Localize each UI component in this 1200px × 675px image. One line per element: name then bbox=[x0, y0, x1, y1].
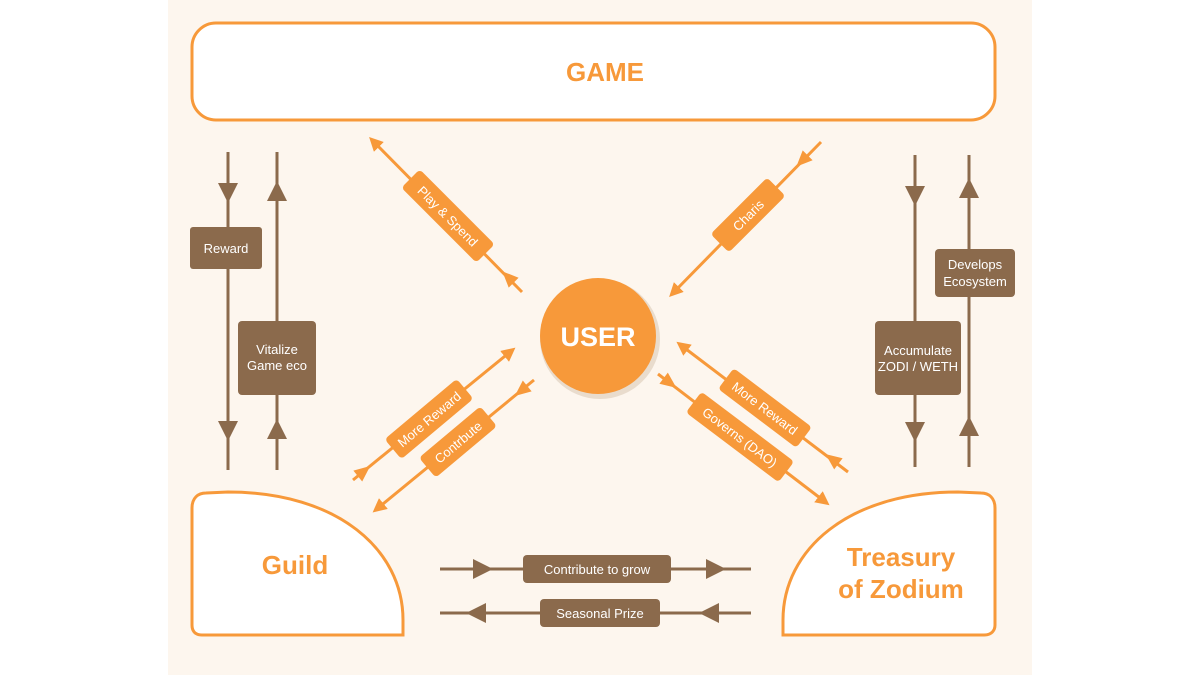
play-spend-tag: Play & Spend bbox=[402, 170, 494, 262]
charis-mid-arrowhead bbox=[796, 150, 813, 167]
guild-box bbox=[190, 490, 405, 637]
accumulate-tag bbox=[875, 321, 961, 395]
left-vertical-flows: Reward Vitalize Game eco bbox=[190, 152, 316, 470]
vitalize-up-arrowhead-bottom bbox=[267, 419, 287, 439]
user-label: USER bbox=[560, 322, 635, 352]
accumulate-tag-line2: ZODI / WETH bbox=[878, 359, 958, 374]
contribute-to-grow-arrowhead-left bbox=[473, 559, 493, 579]
vitalize-up-arrowhead-top bbox=[267, 181, 287, 201]
treasury-box bbox=[781, 490, 997, 637]
right-vertical-flows: Develops Ecosystem Accumulate ZODI / WET… bbox=[875, 155, 1015, 467]
reward-down-arrowhead-top bbox=[218, 183, 238, 203]
game-box bbox=[190, 21, 997, 122]
develops-up-arrowhead-top bbox=[959, 178, 979, 198]
contribute-mid-arrowhead bbox=[514, 380, 532, 397]
seasonal-prize-tag-label: Seasonal Prize bbox=[556, 606, 643, 621]
reward-tag bbox=[190, 227, 262, 269]
develops-tag bbox=[935, 249, 1015, 297]
vitalize-tag bbox=[238, 321, 316, 395]
reward-down-arrowhead-bottom bbox=[218, 421, 238, 441]
play-spend-mid-arrowhead bbox=[502, 271, 519, 288]
governs-mid-arrowhead bbox=[659, 372, 677, 388]
treasury-label-line2: of Zodium bbox=[838, 574, 964, 604]
contribute-to-grow-tag bbox=[523, 555, 671, 583]
diagram-canvas: GAME Reward Vitalize Game eco bbox=[168, 0, 1032, 675]
more-reward-right-mid-arrowhead bbox=[825, 454, 843, 470]
seasonal-prize-tag bbox=[540, 599, 660, 627]
reward-tag-label: Reward bbox=[204, 241, 249, 256]
vitalize-tag-line2: Game eco bbox=[247, 358, 307, 373]
accumulate-down-arrowhead-top bbox=[905, 186, 925, 206]
accumulate-down-arrowhead-bottom bbox=[905, 422, 925, 442]
develops-tag-line2: Ecosystem bbox=[943, 274, 1007, 289]
play-spend-tag-label: Play & Spend bbox=[414, 183, 480, 249]
seasonal-prize-arrowhead-left bbox=[466, 603, 486, 623]
develops-up-arrowhead-bottom bbox=[959, 416, 979, 436]
guild-label: Guild bbox=[262, 550, 328, 580]
treasury-label-line1: Treasury bbox=[847, 542, 956, 572]
develops-tag-line1: Develops bbox=[948, 257, 1003, 272]
charis-tag: Charis bbox=[712, 179, 784, 251]
contribute-to-grow-arrowhead-right bbox=[706, 559, 726, 579]
more-reward-left-mid-arrowhead bbox=[353, 465, 371, 482]
contribute-to-grow-tag-label: Contribute to grow bbox=[544, 562, 651, 577]
seasonal-prize-arrowhead-right bbox=[699, 603, 719, 623]
user-circle bbox=[540, 278, 656, 394]
game-label: GAME bbox=[566, 57, 644, 87]
accumulate-tag-line1: Accumulate bbox=[884, 343, 952, 358]
vitalize-tag-line1: Vitalize bbox=[256, 342, 298, 357]
ecosystem-diagram: GAME Reward Vitalize Game eco bbox=[190, 21, 1015, 637]
bottom-horizontal-flows: Contribute to grow Seasonal Prize bbox=[440, 555, 751, 627]
